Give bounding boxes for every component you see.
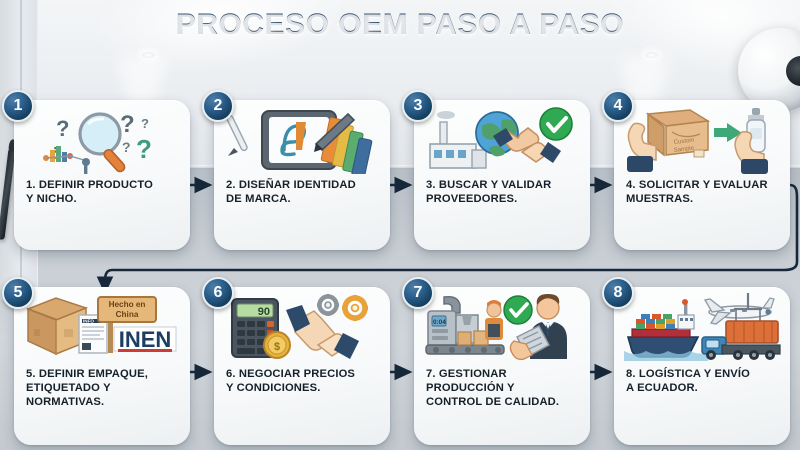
svg-text:90: 90: [258, 306, 270, 318]
svg-text:?: ?: [122, 139, 131, 155]
box-label-sign-inen-icon: INFO Hecho en China INEN: [22, 293, 182, 361]
production-line-inspector-check-icon: 0:04: [422, 293, 582, 361]
svg-text:Custom: Custom: [674, 138, 695, 146]
step-number-badge-2: 2: [202, 90, 234, 122]
step-label-1: 1. DEFINIR PRODUCTO Y NICHO.: [26, 179, 153, 205]
ship-plane-truck-container-icon: [622, 293, 782, 361]
wall-floor-seam: [0, 165, 800, 169]
step-number-badge-6: 6: [202, 277, 234, 309]
svg-text:?: ?: [120, 111, 135, 138]
step-card-5[interactable]: 5 INFO Hecho en Chin: [2, 277, 190, 445]
svg-text:INFO: INFO: [83, 319, 94, 324]
step-label-5: 5. DEFINIR EMPAQUE, ETIQUETADO Y NORMATI…: [26, 368, 148, 408]
step-number-badge-7: 7: [402, 277, 434, 309]
svg-text:?: ?: [141, 116, 149, 131]
step-label-7: 7. GESTIONAR PRODUCCIÓN Y CONTROL DE CAL…: [426, 368, 560, 408]
step-card-1[interactable]: 1 ? ¿ ? ? ? ? 1.: [2, 90, 190, 250]
svg-text:$: $: [274, 341, 280, 353]
wall-lamp-orb: [738, 28, 800, 112]
step-label-3: 3. BUSCAR Y VALIDAR PROVEEDORES.: [426, 179, 552, 205]
factory-globe-handshake-check-icon: [422, 106, 582, 174]
svg-text:0:04: 0:04: [433, 319, 446, 326]
step-number-badge-1: 1: [2, 90, 34, 122]
downlight-1: [142, 52, 155, 58]
tablet-stylus-color-swatches-icon: [222, 106, 382, 174]
downlight-2: [645, 52, 658, 58]
step-card-8[interactable]: 8: [602, 277, 790, 445]
svg-text:?: ?: [136, 134, 152, 164]
hands-box-sample-bottle-icon: Custom Sample: [622, 106, 782, 174]
svg-text:China: China: [116, 310, 139, 319]
step-card-6[interactable]: 6 90 $: [202, 277, 390, 445]
step-label-4: 4. SOLICITAR Y EVALUAR MUESTRAS.: [626, 179, 768, 205]
step-label-8: 8. LOGÍSTICA Y ENVÍO A ECUADOR.: [626, 368, 751, 394]
step-number-badge-3: 3: [402, 90, 434, 122]
step-number-badge-4: 4: [602, 90, 634, 122]
step-card-7[interactable]: 7 0:04: [402, 277, 590, 445]
calculator-coin-handshake-gears-icon: 90 $: [222, 293, 382, 361]
svg-text:INEN: INEN: [119, 327, 172, 352]
svg-text:Sample: Sample: [674, 145, 696, 154]
step-number-badge-8: 8: [602, 277, 634, 309]
step-label-2: 2. DISEÑAR IDENTIDAD DE MARCA.: [226, 179, 356, 205]
step-card-4[interactable]: 4 Custom Sample 4. SO: [602, 90, 790, 250]
step-card-3[interactable]: 3 3. BUSCAR Y VALID: [402, 90, 590, 250]
page-title: PROCESO OEM PASO A PASO: [0, 8, 800, 42]
svg-text:Hecho en: Hecho en: [109, 300, 146, 309]
svg-text:¿: ¿: [50, 141, 60, 160]
svg-text:?: ?: [56, 116, 69, 141]
step-label-6: 6. NEGOCIAR PRECIOS Y CONDICIONES.: [226, 368, 356, 394]
step-number-badge-5: 5: [2, 277, 34, 309]
magnifier-question-marks-icon: ? ¿ ? ? ? ?: [22, 106, 182, 174]
step-card-2[interactable]: 2 2. DISEÑAR IDENTIDAD DE MARCA.: [202, 90, 390, 250]
